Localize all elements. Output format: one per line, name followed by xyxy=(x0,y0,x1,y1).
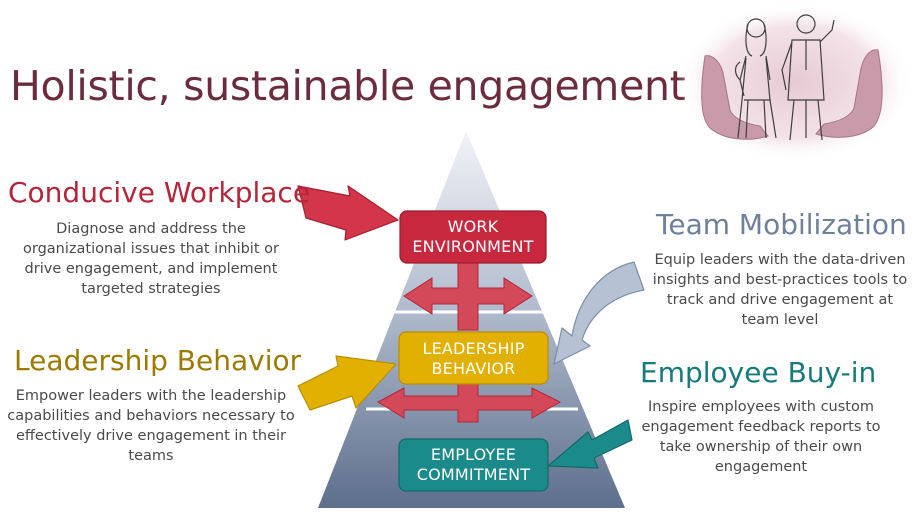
work-environment-box xyxy=(399,210,547,264)
description-line: teams xyxy=(128,448,174,464)
work-environment-label: WORK ENVIRONMENT xyxy=(400,217,546,257)
employee-commitment-line1: EMPLOYEE xyxy=(430,445,517,464)
red-double-arrow xyxy=(403,261,533,331)
employee-buyin-heading: Employee Buy-in xyxy=(640,356,877,389)
page-title: Holistic, sustainable engagement xyxy=(10,62,686,110)
description-line: organizational issues that inhibit or xyxy=(23,241,279,257)
yellow-arrow xyxy=(297,355,397,411)
employee-commitment-line2: COMMITMENT xyxy=(416,465,531,484)
conducive-workplace-description: Diagnose and address the organizational … xyxy=(6,219,296,299)
description-line: Equip leaders with the data-driven xyxy=(654,252,906,268)
description-line: team level xyxy=(741,312,819,328)
team-mobilization-heading: Team Mobilization xyxy=(656,208,907,241)
team-mobilization-description: Equip leaders with the data-driven insig… xyxy=(642,250,912,330)
description-line: capabilities and behaviors necessary to xyxy=(7,408,295,424)
teal-arrow xyxy=(547,419,633,469)
leadership-behavior-box xyxy=(398,331,549,385)
description-line: engagement xyxy=(714,459,808,475)
description-line: Empower leaders with the leadership xyxy=(15,388,287,404)
leadership-behavior-description: Empower leaders with the leadership capa… xyxy=(2,386,300,466)
employee-commitment-label: EMPLOYEE COMMITMENT xyxy=(399,445,548,485)
work-environment-line2: ENVIRONMENT xyxy=(412,237,534,256)
red-arrow xyxy=(297,185,399,241)
employee-commitment-box xyxy=(398,438,549,492)
description-line: drive engagement, and implement xyxy=(24,261,278,277)
leadership-behavior-line1: LEADERSHIP xyxy=(422,339,525,358)
description-line: take ownership of their own xyxy=(659,439,863,455)
red-double-arrow-lower xyxy=(376,383,562,423)
description-line: track and drive engagement at xyxy=(666,292,894,308)
employee-buyin-description: Inspire employees with custom engagement… xyxy=(626,397,896,477)
description-line: targeted strategies xyxy=(81,281,221,297)
leadership-behavior-heading: Leadership Behavior xyxy=(14,344,302,377)
grey-arrow xyxy=(553,261,645,365)
work-environment-line1: WORK xyxy=(447,217,499,236)
description-line: engagement feedback reports to xyxy=(641,419,881,435)
hands-holding-people-icon xyxy=(677,2,912,162)
conducive-workplace-heading: Conducive Workplace xyxy=(8,176,311,209)
leadership-behavior-label: LEADERSHIP BEHAVIOR xyxy=(399,339,548,379)
description-line: insights and best-practices tools to xyxy=(652,272,908,288)
description-line: Diagnose and address the xyxy=(56,221,246,237)
leadership-behavior-line2: BEHAVIOR xyxy=(431,359,516,378)
description-line: Inspire employees with custom xyxy=(648,399,874,415)
description-line: effectively drive engagement in their xyxy=(15,428,286,444)
